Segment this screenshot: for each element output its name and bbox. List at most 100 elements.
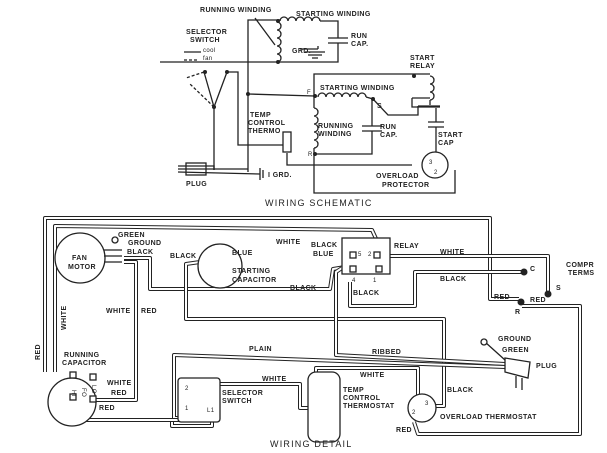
label: GRD. xyxy=(292,48,311,55)
label: 5 xyxy=(358,252,362,258)
label: TEMP xyxy=(250,112,271,119)
running-capacitor xyxy=(47,377,97,427)
detail-title: WIRING DETAIL xyxy=(270,439,352,449)
label: 1 xyxy=(185,406,189,412)
label: BLACK xyxy=(311,242,338,249)
label: BLACK xyxy=(353,290,380,297)
label: PLAIN xyxy=(249,346,272,353)
label: SELECTOR xyxy=(186,29,227,36)
label: 2 xyxy=(434,170,438,176)
label: RELAY xyxy=(394,243,419,250)
junction xyxy=(276,19,280,23)
plug-wires xyxy=(177,165,264,180)
junction xyxy=(276,60,280,64)
label: STARTING xyxy=(232,268,271,275)
fan-running-winding-coil xyxy=(276,21,282,63)
legend-cool: cool xyxy=(203,48,216,54)
relay-terminal-5 xyxy=(349,251,357,259)
label: LO xyxy=(90,385,96,394)
label: GREEN xyxy=(118,232,145,239)
label: WHITE xyxy=(106,308,131,315)
label: WHITE xyxy=(360,372,385,379)
label: BLUE xyxy=(232,250,253,257)
label: START xyxy=(410,55,435,62)
label: I GRD. xyxy=(268,172,292,179)
label: BLACK xyxy=(127,249,154,256)
label: CAPACITOR xyxy=(62,360,107,367)
selector-pivot xyxy=(212,105,216,109)
label: FAN xyxy=(72,255,87,262)
label: 3 xyxy=(429,160,433,166)
compr-terminal-s xyxy=(544,290,552,298)
label: THERMOSTAT xyxy=(343,403,395,410)
label: RED xyxy=(141,308,157,315)
label: PROTECTOR xyxy=(382,182,429,189)
start-relay-coil xyxy=(411,75,444,155)
label: 2 xyxy=(368,252,372,258)
label: RIBBED xyxy=(372,349,401,356)
label: WHITE xyxy=(262,376,287,383)
cap-terminal xyxy=(69,393,77,401)
cap-terminal xyxy=(89,395,97,403)
label: RED xyxy=(530,297,546,304)
label: BLACK xyxy=(447,387,474,394)
compr-terminal-r xyxy=(517,298,525,306)
label: RUN xyxy=(380,124,396,131)
fan-ground-lug xyxy=(111,236,119,244)
overload-protector xyxy=(421,151,449,179)
label: RED xyxy=(111,390,127,397)
relay-terminal-1 xyxy=(375,265,383,273)
label: L1 xyxy=(207,408,215,414)
label: PLUG xyxy=(186,181,207,188)
label: R xyxy=(515,309,520,316)
label: 2 xyxy=(185,386,189,392)
relay xyxy=(341,237,391,275)
label: C xyxy=(530,266,535,273)
label: SWITCH xyxy=(222,398,252,405)
label: 2 xyxy=(412,410,416,416)
label: SWITCH xyxy=(190,37,220,44)
label: CAP. xyxy=(351,41,368,48)
plug xyxy=(504,357,531,379)
label: SELECTOR xyxy=(222,390,263,397)
label: S xyxy=(377,103,382,110)
label: OVERLOAD xyxy=(376,173,419,180)
label: WINDING xyxy=(318,131,352,138)
fan-starting-winding-coil xyxy=(279,16,321,22)
wiring-schematic: RUNNING WINDING STARTING WINDING SELECTO… xyxy=(160,7,463,208)
label: PLUG xyxy=(536,363,557,370)
selector-contact xyxy=(225,70,229,74)
label: RUNNING WINDING xyxy=(200,7,272,14)
cap-terminal xyxy=(69,371,77,379)
label: HI xyxy=(70,390,76,397)
temp-control-thermo xyxy=(282,131,292,153)
label: STARTING WINDING xyxy=(320,85,395,92)
label: RED xyxy=(99,405,115,412)
selector-switch xyxy=(184,51,285,170)
label: BLACK xyxy=(440,276,467,283)
plug-prongs xyxy=(484,341,523,390)
label: BLACK xyxy=(290,285,317,292)
label: RUNNING xyxy=(318,123,354,130)
fan-wires xyxy=(160,17,348,172)
label: WHITE xyxy=(61,305,68,330)
label: CAPACITOR xyxy=(232,277,277,284)
label: RUN xyxy=(351,33,367,40)
selector-switch xyxy=(177,377,221,423)
label: CAP xyxy=(438,140,454,147)
label: TEMP xyxy=(343,387,364,394)
relay-terminal-4 xyxy=(349,265,357,273)
schematic-title: WIRING SCHEMATIC xyxy=(265,198,373,208)
temp-control-thermostat xyxy=(307,371,341,443)
node-f xyxy=(313,94,317,98)
label: CAP. xyxy=(380,132,397,139)
node-s xyxy=(371,97,375,101)
label: GROUND xyxy=(128,240,162,247)
label: RELAY xyxy=(410,63,435,70)
fan-motor xyxy=(54,232,106,284)
label: BLUE xyxy=(313,251,334,258)
label: MOTOR xyxy=(68,264,96,271)
label: THERMO xyxy=(248,128,281,135)
label: STARTING WINDING xyxy=(296,11,371,18)
